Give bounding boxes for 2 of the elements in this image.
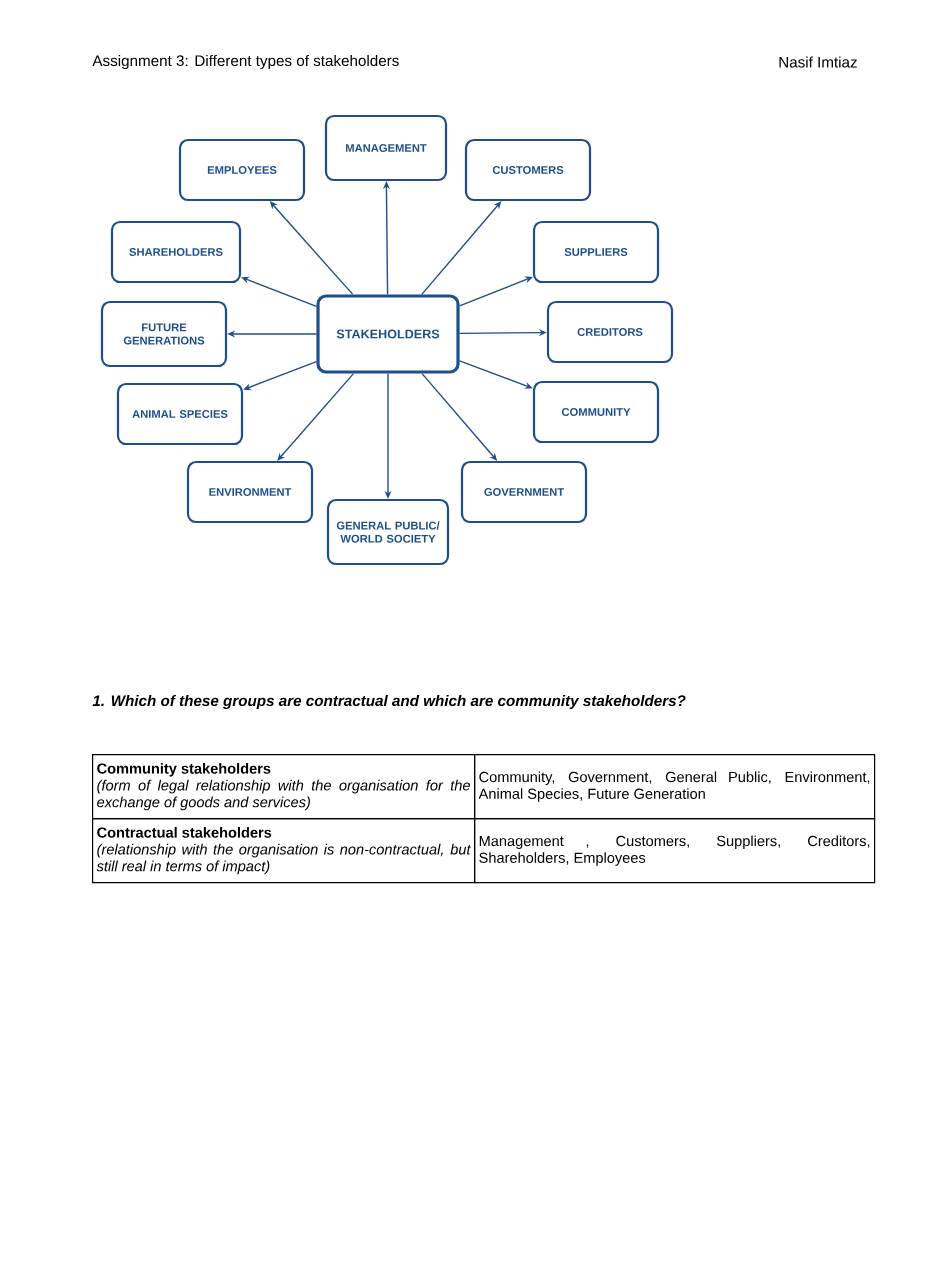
arrow (277, 372, 355, 461)
arrow (421, 201, 502, 296)
